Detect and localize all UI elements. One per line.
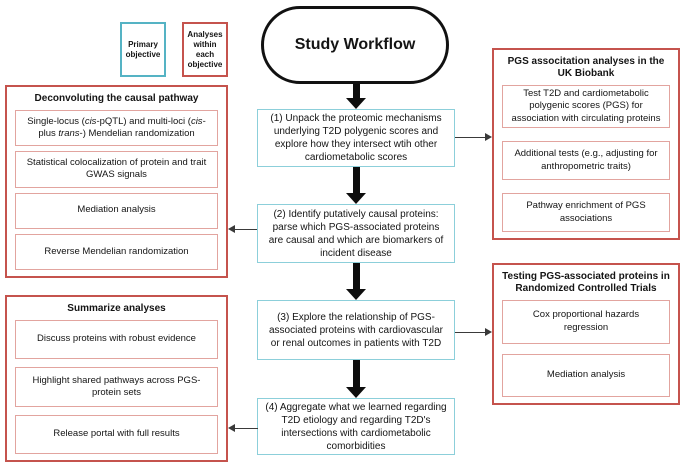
step-4-box: (4) Aggregate what we learned regarding …	[257, 398, 455, 455]
analysis-item-test-pgs: Test T2D and cardiometabolic polygenic s…	[502, 85, 670, 129]
panel-causal-pathway-title: Deconvoluting the causal pathway	[34, 93, 199, 104]
analysis-item-additional-tests: Additional tests (e.g., adjusting for an…	[502, 141, 670, 181]
analysis-item-mediation-rct: Mediation analysis	[502, 353, 670, 397]
right-arrow-icon	[455, 328, 492, 337]
analysis-item-text: Reverse Mendelian randomization	[44, 245, 189, 257]
legend-analyses-within-objective: Analyses within each objective	[182, 22, 228, 77]
down-arrow-icon	[346, 360, 366, 398]
workflow-title-node: Study Workflow	[261, 6, 449, 84]
step-3-box: (3) Explore the relationship of PGS-asso…	[257, 300, 455, 360]
panel-rct: Testing PGS-associated proteins in Rando…	[492, 263, 680, 405]
analysis-item-text: Cox proportional hazards regression	[532, 309, 640, 333]
analysis-item-pathway-enrichment: Pathway enrichment of PGS associations	[502, 193, 670, 232]
analysis-item-cox-regression: Cox proportional hazards regression	[502, 300, 670, 344]
analysis-item-mediation: Mediation analysis	[15, 192, 218, 229]
panel-rct-items: Cox proportional hazards regression Medi…	[502, 300, 670, 397]
panel-causal-pathway-items: Single-locus (cis-pQTL) and multi-loci (…	[15, 110, 218, 270]
analysis-item-reverse-mr: Reverse Mendelian randomization	[15, 233, 218, 270]
panel-summarize-items: Discuss proteins with robust evidence Hi…	[15, 320, 218, 454]
analysis-item-text: Discuss proteins with robust evidence	[37, 333, 196, 345]
analysis-item-text: Mediation analysis	[546, 369, 626, 381]
analysis-item-mendelian-randomization: Single-locus (cis-pQTL) and multi-loci (…	[15, 110, 218, 147]
analysis-item-discuss-proteins: Discuss proteins with robust evidence	[15, 320, 218, 360]
step-1-text: (1) Unpack the proteomic mechanisms unde…	[270, 113, 442, 163]
analysis-item-text: Test T2D and cardiometabolic polygenic s…	[511, 88, 661, 124]
step-2-text: (2) Identify putatively causal proteins:…	[268, 208, 444, 259]
step-2-box: (2) Identify putatively causal proteins:…	[257, 204, 455, 263]
right-arrow-icon	[455, 133, 492, 142]
panel-causal-pathway: Deconvoluting the causal pathway Single-…	[5, 85, 228, 278]
panel-summarize-analyses: Summarize analyses Discuss proteins with…	[5, 295, 228, 462]
panel-uk-biobank: PGS associtation analyses in the UK Biob…	[492, 48, 680, 240]
analysis-item-colocalization: Statistical colocalization of protein an…	[15, 151, 218, 188]
step-1-box: (1) Unpack the proteomic mechanisms unde…	[257, 109, 455, 167]
analysis-item-text: Highlight shared pathways across PGS-pro…	[32, 374, 201, 398]
legend-analyses-label: Analyses within each objective	[187, 29, 223, 69]
analysis-item-text: Pathway enrichment of PGS associations	[526, 200, 646, 224]
down-arrow-icon	[346, 84, 366, 109]
panel-uk-biobank-title: PGS associtation analyses in the UK Biob…	[507, 56, 665, 79]
left-arrow-icon	[228, 424, 258, 433]
analysis-item-text: Mediation analysis	[77, 204, 156, 216]
legend-primary-objective: Primary objective	[120, 22, 166, 77]
workflow-title: Study Workflow	[294, 36, 416, 53]
step-3-text: (3) Explore the relationship of PGS-asso…	[269, 311, 443, 349]
panel-summarize-title: Summarize analyses	[67, 303, 166, 314]
analysis-item-text: Release portal with full results	[53, 428, 180, 440]
legend-primary-objective-label: Primary objective	[125, 39, 161, 59]
left-arrow-icon	[228, 225, 257, 234]
step-4-text: (4) Aggregate what we learned regarding …	[265, 401, 447, 452]
analysis-item-shared-pathways: Highlight shared pathways across PGS-pro…	[15, 367, 218, 407]
down-arrow-icon	[346, 167, 366, 204]
panel-uk-biobank-items: Test T2D and cardiometabolic polygenic s…	[502, 85, 670, 232]
analysis-item-text: Single-locus (cis-pQTL) and multi-loci (…	[27, 115, 206, 140]
analysis-item-release-portal: Release portal with full results	[15, 414, 218, 454]
analysis-item-text: Statistical colocalization of protein an…	[26, 157, 207, 181]
analysis-item-text: Additional tests (e.g., adjusting for an…	[514, 148, 658, 172]
panel-rct-title: Testing PGS-associated proteins in Rando…	[502, 271, 670, 294]
down-arrow-icon	[346, 263, 366, 300]
